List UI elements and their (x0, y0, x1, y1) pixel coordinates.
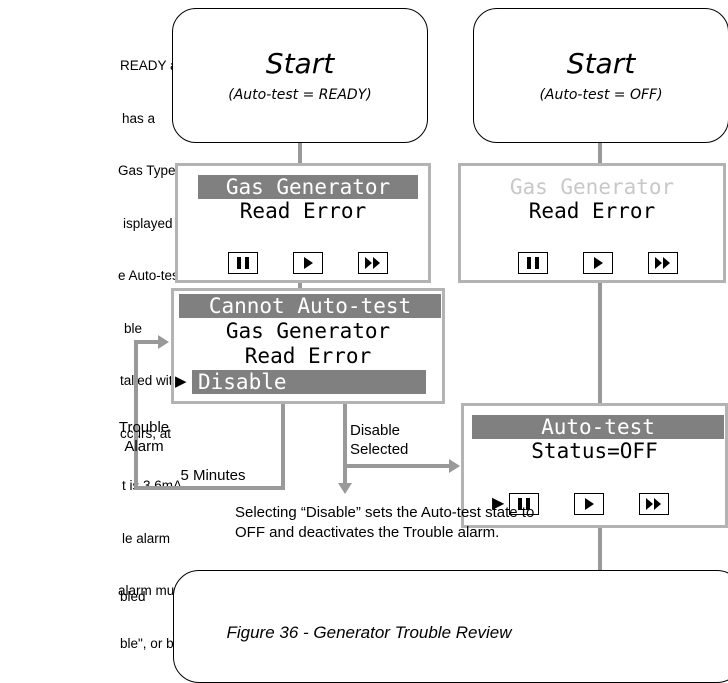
figure-caption-box: Figure 36 - Generator Trouble Review (173, 570, 728, 683)
pause-button[interactable] (509, 493, 539, 515)
selection-pointer-icon: ▶ (492, 495, 505, 512)
pause-button[interactable] (228, 252, 258, 274)
screen-line-highlighted: Gas Generator (198, 175, 418, 199)
connector-line (598, 280, 602, 406)
fast-forward-button[interactable] (648, 252, 678, 274)
five-minutes-label: 5 Minutes (180, 467, 246, 484)
play-button[interactable] (293, 252, 323, 274)
left-text-line: Gas Type, or (118, 163, 196, 178)
connector-line (134, 340, 138, 490)
left-text-line: ble", or by (120, 635, 181, 651)
fast-forward-icon (655, 257, 670, 269)
play-icon (304, 257, 313, 269)
left-text-line: has a (122, 110, 156, 126)
connector-line (343, 464, 449, 468)
start-box-left: Start (Auto-test = READY) (172, 8, 428, 143)
start-title: Start (566, 47, 636, 80)
left-text-line: ccurs, at (120, 425, 172, 441)
connector-line (281, 404, 285, 490)
play-icon (585, 498, 594, 510)
trouble-alarm-label: Trouble Alarm (118, 419, 170, 455)
button-row (509, 493, 669, 515)
left-text-line: READY and (120, 58, 193, 73)
figure-caption: Figure 36 - Generator Trouble Review (226, 623, 512, 642)
screen-auto-test-status: Auto-test Status=OFF ▶ (461, 403, 728, 528)
button-row (518, 252, 678, 274)
connector-line (134, 486, 285, 490)
screen-line-highlighted: Cannot Auto-test (179, 294, 441, 318)
fast-forward-icon (646, 498, 661, 510)
screen-line: Read Error (239, 199, 367, 223)
fast-forward-icon (365, 257, 380, 269)
start-subtitle: (Auto-test = OFF) (539, 87, 663, 103)
disable-selected-label: Disable Selected (350, 422, 409, 458)
arrow-down-icon (338, 483, 352, 494)
connector-line (298, 280, 302, 292)
play-button[interactable] (583, 252, 613, 274)
pause-icon (527, 257, 539, 269)
button-row (228, 252, 388, 274)
left-bottom-fragment: bled (120, 589, 146, 604)
left-text-line: ble (124, 320, 143, 336)
note-text: Selecting “Disable” sets the Auto-test s… (235, 504, 535, 541)
screen-gas-generator-ready: Gas Generator Read Error (175, 163, 431, 283)
pause-icon (237, 257, 249, 269)
arrow-right-icon (158, 335, 169, 349)
screen-line-dim: Gas Generator (509, 175, 675, 199)
disable-option[interactable]: Disable (192, 370, 426, 394)
pause-button[interactable] (518, 252, 548, 274)
screen-line: Status=OFF (531, 439, 658, 463)
connector-line (298, 143, 302, 167)
left-text-line: e Auto-test. (118, 268, 187, 283)
fast-forward-button[interactable] (639, 493, 669, 515)
arrow-right-icon (449, 459, 460, 473)
connector-line (598, 528, 602, 570)
selection-pointer-icon: ▶ (175, 373, 187, 390)
start-box-right: Start (Auto-test = OFF) (473, 8, 728, 143)
left-text-line: isplayed (123, 215, 173, 231)
start-subtitle: (Auto-test = READY) (228, 87, 372, 103)
play-button[interactable] (574, 493, 604, 515)
play-icon (594, 257, 603, 269)
left-text-line: le alarm (122, 530, 171, 546)
pause-icon (518, 498, 530, 510)
screen-line-highlighted: Auto-test (472, 415, 724, 439)
screen-gas-generator-off: Gas Generator Read Error (458, 163, 726, 283)
connector-line (598, 143, 602, 167)
start-title: Start (265, 47, 335, 80)
connector-line (343, 404, 347, 484)
fast-forward-button[interactable] (358, 252, 388, 274)
connector-line (135, 340, 160, 344)
screen-cannot-auto-test: Cannot Auto-test Gas Generator Read Erro… (171, 288, 445, 404)
screen-line: Read Error (244, 344, 372, 368)
screen-line: Read Error (528, 199, 656, 223)
screen-line: Gas Generator (225, 319, 391, 343)
